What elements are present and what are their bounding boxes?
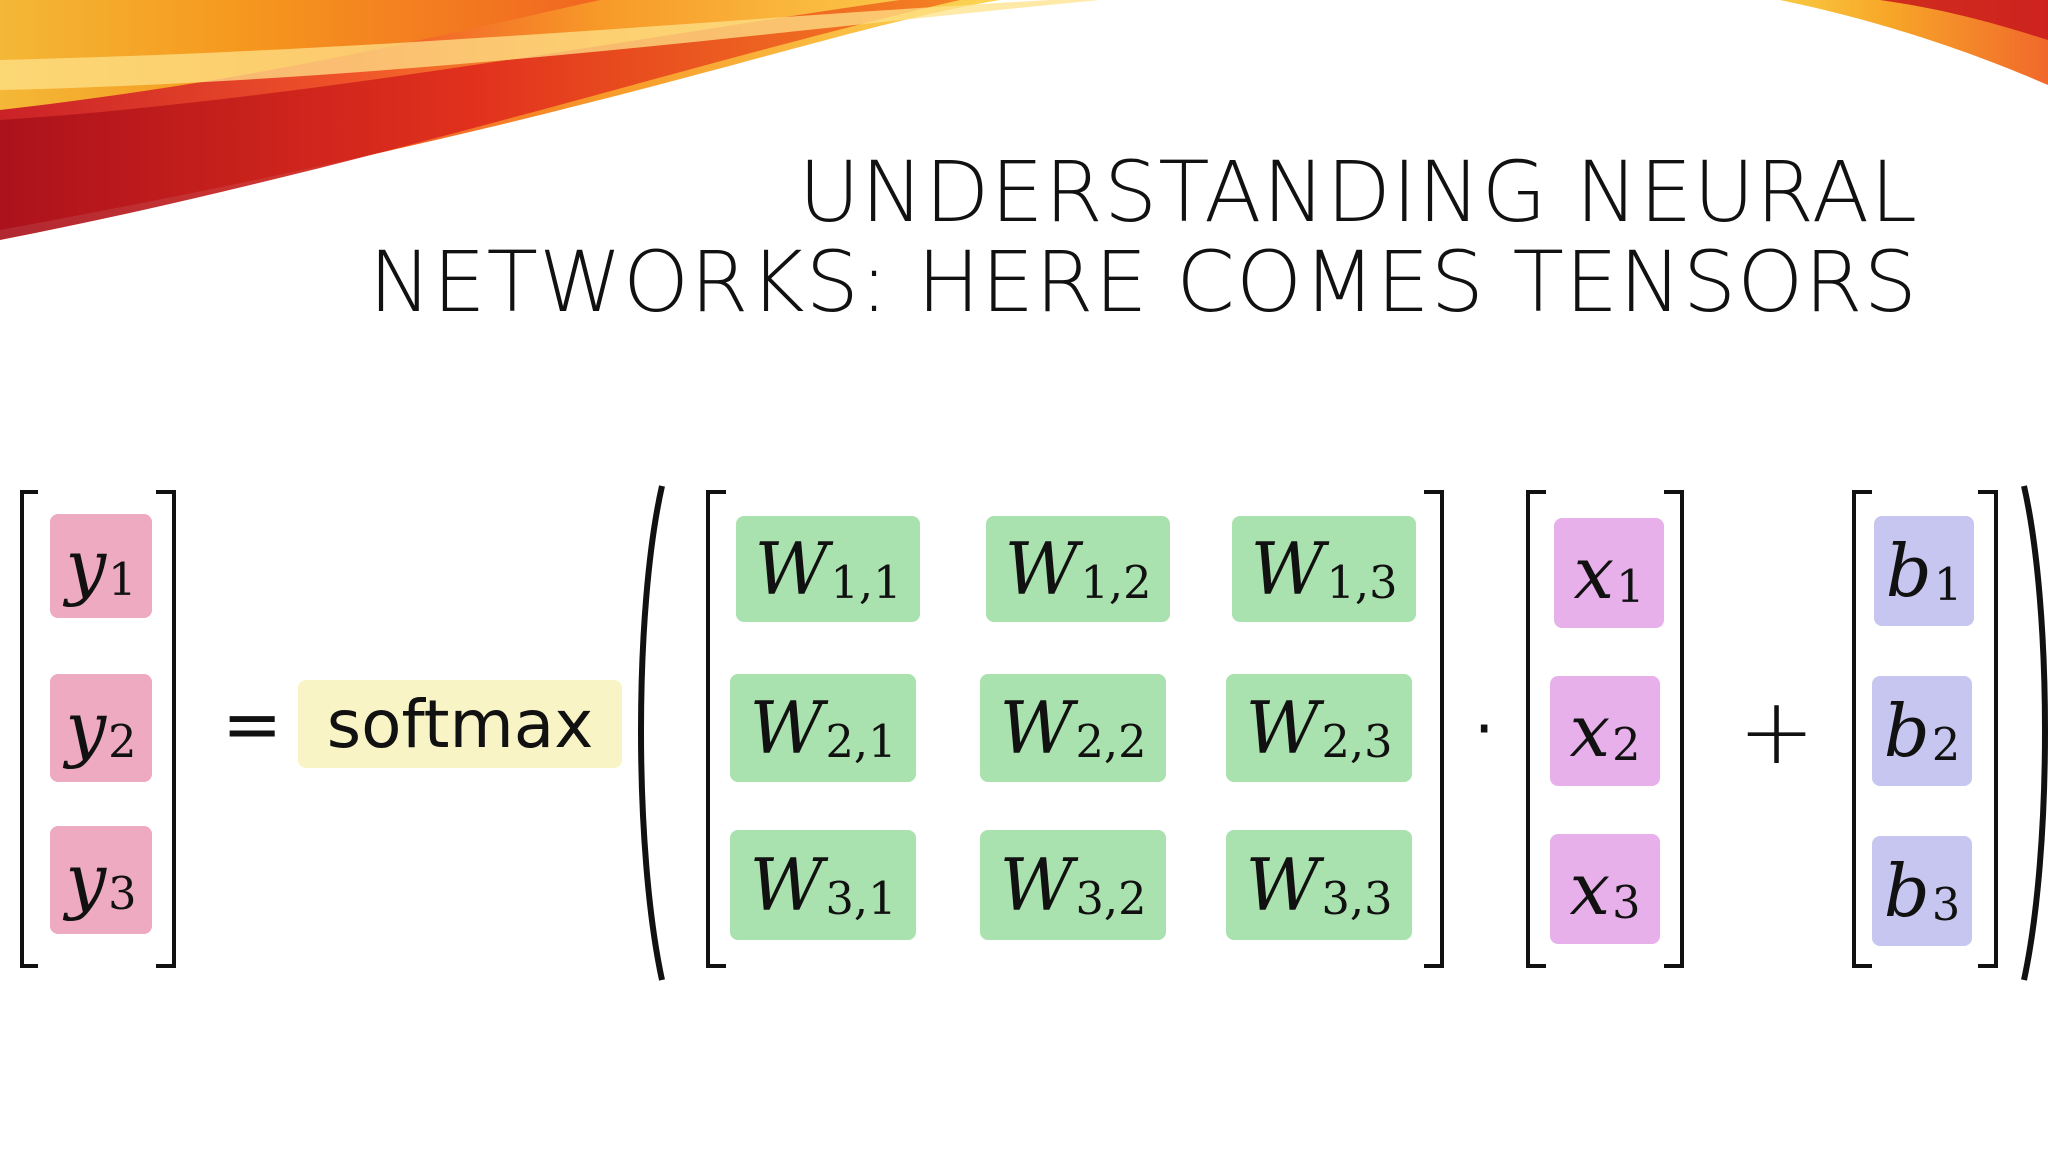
softmax-label: softmax <box>298 680 622 768</box>
x-1-sub: 1 <box>1616 561 1645 614</box>
b-right-bracket <box>1978 490 1998 968</box>
y-2-base: y <box>65 686 107 770</box>
w-2-2-sub: 2,2 <box>1075 716 1147 769</box>
w-2-3-base: W <box>1245 686 1320 770</box>
y-1-base: y <box>65 524 107 608</box>
left-paren <box>638 485 665 981</box>
b-3-base: b <box>1883 849 1930 933</box>
x-2-base: x <box>1569 689 1611 773</box>
dot-operator: · <box>1474 693 1495 767</box>
equals-sign: = <box>222 682 283 766</box>
w-left-bracket <box>706 490 726 968</box>
w-1-1-base: W <box>754 527 829 611</box>
w-3-3-sub: 3,3 <box>1321 873 1393 926</box>
w-3-3-base: W <box>1245 843 1320 927</box>
b-1-sub: 1 <box>1933 559 1963 612</box>
plus-operator: + <box>1738 678 1816 785</box>
y-3-base: y <box>65 838 107 922</box>
w-3-2-base: W <box>999 843 1074 927</box>
y-2-sub: 2 <box>108 716 137 769</box>
w-right-bracket <box>1424 490 1444 968</box>
slide-title-line-1: UNDERSTANDING NEURAL <box>798 143 1918 241</box>
w-1-3-base: W <box>1250 527 1325 611</box>
w-3-1-sub: 3,1 <box>825 873 897 926</box>
y-3-sub: 3 <box>108 868 137 921</box>
y-right-bracket <box>156 490 176 968</box>
b-left-bracket <box>1852 490 1872 968</box>
w-1-3-sub: 1,3 <box>1326 557 1398 610</box>
y-1-sub: 1 <box>108 554 137 607</box>
w-1-2-sub: 1,2 <box>1080 557 1152 610</box>
b-3-sub: 3 <box>1931 879 1961 932</box>
w-2-1-sub: 2,1 <box>825 716 897 769</box>
decorative-swoosh <box>0 0 2048 240</box>
x-3-base: x <box>1569 847 1611 931</box>
x-3-sub: 3 <box>1612 877 1641 930</box>
w-3-2-sub: 3,2 <box>1075 873 1147 926</box>
x-1-base: x <box>1573 531 1615 615</box>
right-paren <box>2021 485 2048 981</box>
b-1-base: b <box>1885 529 1932 613</box>
y-left-bracket <box>20 490 38 968</box>
slide-title-line-2: NETWORKS: HERE COMES TENSORS <box>368 233 1918 331</box>
b-2-sub: 2 <box>1931 719 1961 772</box>
w-2-1-base: W <box>749 686 824 770</box>
x-left-bracket <box>1526 490 1546 968</box>
w-2-2-base: W <box>999 686 1074 770</box>
x-right-bracket <box>1664 490 1684 968</box>
w-1-1-sub: 1,1 <box>830 557 902 610</box>
w-1-2-base: W <box>1004 527 1079 611</box>
w-3-1-base: W <box>749 843 824 927</box>
b-2-base: b <box>1883 689 1930 773</box>
x-2-sub: 2 <box>1612 719 1641 772</box>
w-2-3-sub: 2,3 <box>1321 716 1393 769</box>
